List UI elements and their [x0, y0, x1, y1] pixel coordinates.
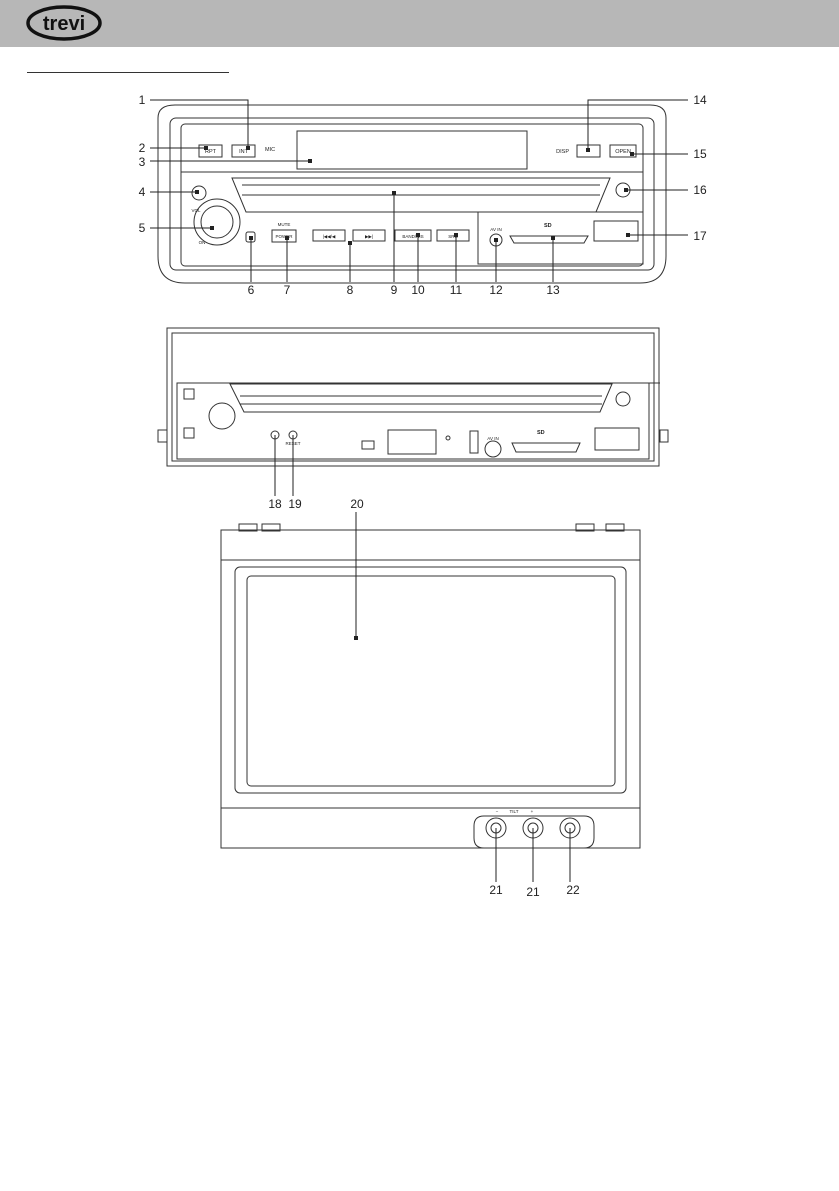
callout-10: 10: [411, 283, 425, 297]
callout-17: 17: [693, 229, 707, 243]
callout-leaders: [150, 100, 688, 882]
callout-19: 19: [288, 497, 302, 511]
callout-11: 11: [450, 283, 463, 297]
callout-14: 14: [693, 93, 707, 107]
avin-label: AV IN: [490, 227, 501, 232]
mute-label: MUTE: [278, 222, 291, 227]
callout-21b: 21: [526, 885, 540, 899]
band-label: BAND/RIS: [402, 234, 423, 239]
tilt-minus: −: [496, 809, 499, 814]
ir-window: [388, 430, 436, 454]
callout-22: 22: [566, 883, 580, 897]
tilt-plus: +: [531, 809, 534, 814]
callout-3: 3: [139, 155, 146, 169]
callout-5: 5: [139, 221, 146, 235]
callout-4: 4: [139, 185, 146, 199]
on-label: ON: [199, 240, 206, 245]
disp-label: DISP: [556, 149, 569, 155]
callout-21a: 21: [489, 883, 503, 897]
callout-13: 13: [546, 283, 560, 297]
sd-card-slot[interactable]: [510, 236, 588, 243]
callout-9: 9: [391, 283, 398, 297]
callout-1: 1: [139, 93, 146, 107]
monitor-screen: [235, 567, 626, 793]
callout-15: 15: [693, 147, 707, 161]
callout-2: 2: [139, 141, 146, 155]
lower-panel: [158, 328, 668, 466]
power-label: POWER: [275, 234, 293, 239]
callout-8: 8: [347, 283, 354, 297]
callout-18: 18: [268, 497, 282, 511]
monitor: [221, 524, 640, 848]
next-label: ▶▶|: [365, 234, 373, 239]
mic-label: MIC: [265, 147, 275, 153]
prev-label: |◀◀/◀: [323, 234, 336, 239]
callout-dots: [195, 146, 634, 640]
usb-port[interactable]: [594, 221, 638, 241]
front-panel: [158, 105, 666, 283]
callout-6: 6: [248, 283, 255, 297]
callout-20: 20: [350, 497, 364, 511]
callout-7: 7: [284, 283, 291, 297]
lower-avin-label: AV IN: [487, 436, 498, 441]
callout-12: 12: [489, 283, 503, 297]
small-connector: [362, 441, 374, 449]
open-label: OPEN: [615, 149, 631, 155]
vol-label: VOL: [191, 208, 201, 213]
sd-logo: SD: [544, 223, 552, 229]
lower-sd-logo: SD: [537, 430, 545, 436]
lcd-display: [297, 131, 527, 169]
tilt-label: TILT: [510, 809, 519, 814]
callout-16: 16: [693, 183, 707, 197]
